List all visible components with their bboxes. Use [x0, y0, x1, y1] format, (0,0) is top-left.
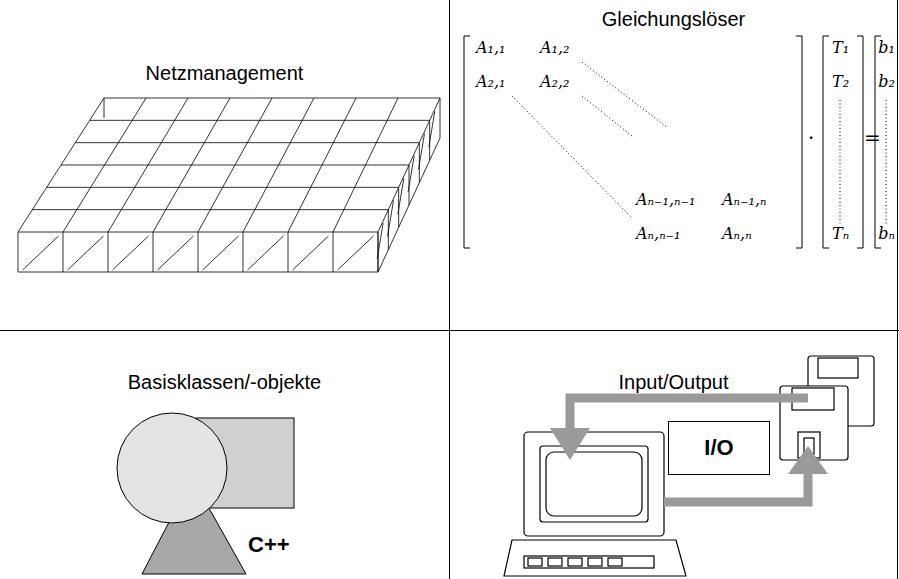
matrix-entry: A₂,₁ [476, 72, 505, 91]
vector-entry: bₙ [878, 224, 895, 243]
matrix-entry: Aₙ₋₁,ₙ₋₁ [636, 190, 695, 209]
panel-heading: Gleichungslöser [602, 8, 745, 31]
io-box: I/O [668, 421, 770, 475]
vector-entry: Tₙ [832, 224, 849, 243]
panel-heading: Input/Output [618, 371, 728, 394]
matrix-entry: A₁,₂ [540, 38, 569, 57]
module-panel: Netzmanagement [0, 0, 449, 330]
language-label: C++ [248, 532, 290, 558]
vector-entry: b₁ [878, 38, 895, 57]
box-label: I/O [704, 435, 733, 461]
module-panel: Gleichungslöser [450, 0, 897, 330]
vector-entry: T₂ [832, 72, 849, 91]
module-panel: Input/OutputI/O [450, 331, 897, 579]
vector-entry: b₂ [878, 72, 895, 91]
floppy-disk [780, 356, 874, 460]
matrix-bracket [464, 36, 881, 248]
matrix-entry: A₂,₂ [540, 72, 569, 91]
computer [504, 432, 686, 576]
matrix-entry: Aₙ,ₙ₋₁ [636, 224, 680, 243]
module-panel: Basisklassen/-objekte [0, 331, 449, 579]
panel-heading: Basisklassen/-objekte [128, 371, 321, 394]
panel-heading: Netzmanagement [146, 62, 304, 85]
class-shapes [117, 413, 294, 574]
operator-symbol: = [864, 126, 881, 150]
matrix-entry: Aₙ₋₁,ₙ [722, 190, 766, 209]
vector-entry: T₁ [832, 38, 849, 57]
matrix-entry: Aₙ,ₙ [722, 224, 752, 243]
matrix-entry: A₁,₁ [476, 38, 505, 57]
operator-symbol: · [808, 126, 814, 150]
mesh-slab [18, 98, 440, 272]
data-flow-arrow [570, 398, 808, 502]
dotted-diagonal [512, 62, 886, 224]
